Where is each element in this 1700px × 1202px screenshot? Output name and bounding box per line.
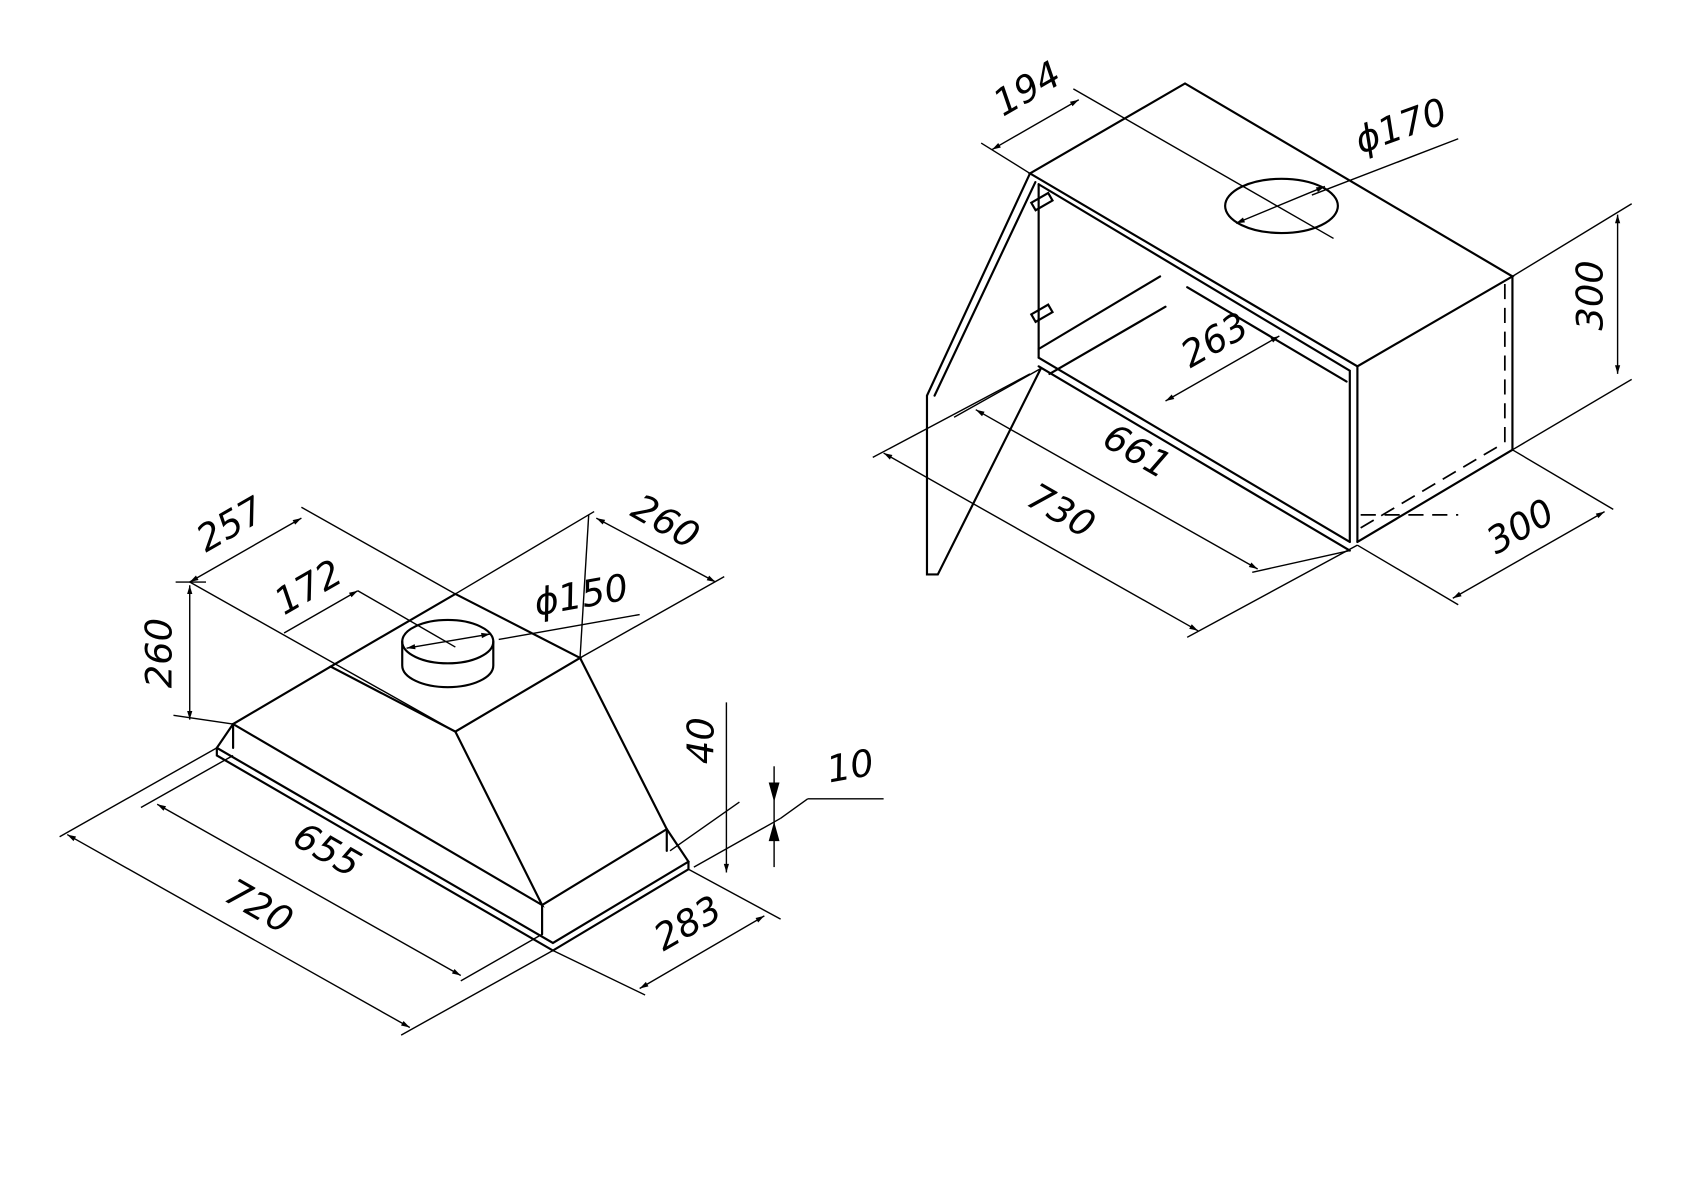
dim-phi170: ϕ170: [1349, 90, 1453, 163]
dim-300-height: 300: [1568, 260, 1611, 330]
dim-260-top: 260: [624, 485, 706, 557]
dim-655: 655: [286, 814, 368, 886]
dim-283: 283: [647, 887, 729, 959]
dim-300-depth: 300: [1479, 490, 1561, 562]
dim-730: 730: [1020, 475, 1102, 547]
dim-10: 10: [823, 741, 877, 791]
dim-720: 720: [218, 870, 300, 942]
cabinet-dimension-labels: 194 ϕ170 300 263 661 730 300: [986, 52, 1612, 562]
dim-263: 263: [1173, 304, 1255, 376]
dim-257: 257: [189, 488, 272, 561]
dim-194: 194: [986, 52, 1068, 124]
hood-dimension-lines: [59, 506, 884, 1036]
cabinet-dimension-lines: [872, 88, 1633, 638]
dim-phi150: ϕ150: [531, 566, 632, 625]
dim-661: 661: [1096, 415, 1178, 487]
duct-opening-170: [1224, 177, 1339, 235]
duct-collar-150: [401, 618, 495, 689]
hood-dimension-labels: 257 172 260 ϕ150 260 40 10 655 720 283: [137, 485, 877, 959]
dim-172: 172: [267, 551, 349, 623]
dim-40: 40: [679, 717, 722, 764]
dim-260-height: 260: [137, 618, 180, 688]
cabinet-outline: [925, 82, 1515, 576]
